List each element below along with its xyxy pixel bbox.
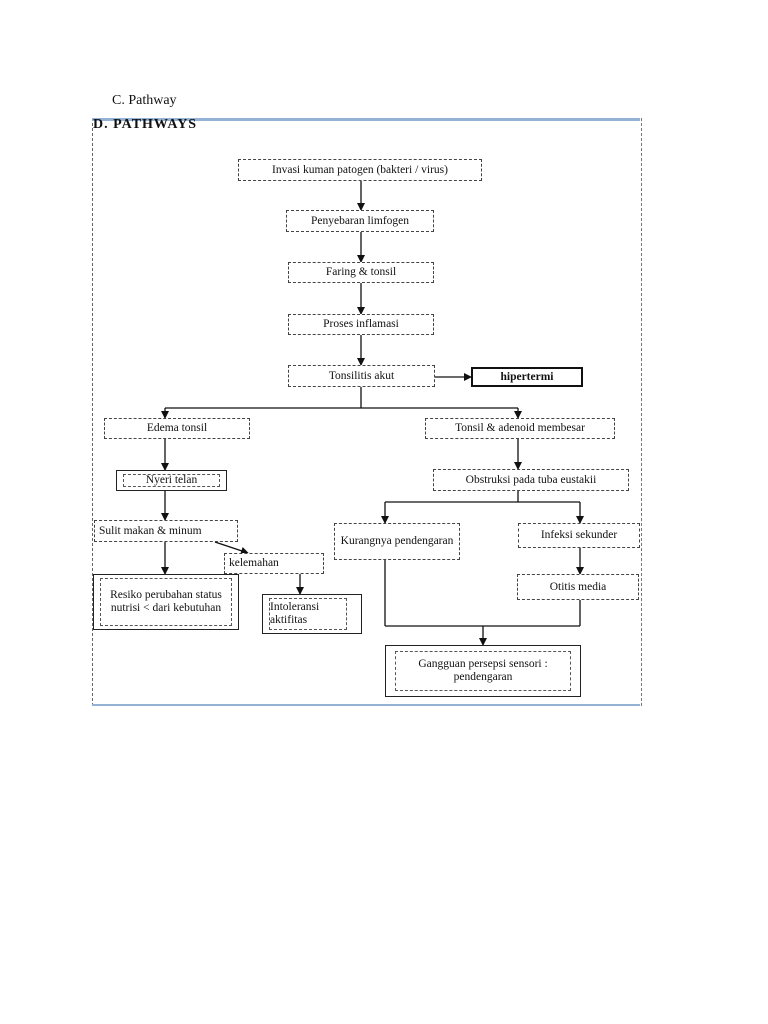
arrow-sulit-kelemahan: [214, 541, 249, 555]
node-faring-tonsil: Faring & tonsil: [288, 262, 434, 283]
node-kurangnya-pendengaran: Kurangnya pendengaran: [334, 523, 460, 560]
node-intoleransi-aktifitas: Intoleransi aktifitas: [262, 594, 362, 634]
node-intoleransi-label: Intoleransi aktifitas: [269, 598, 347, 630]
node-edema-tonsil: Edema tonsil: [104, 418, 250, 439]
node-nyeri-telan: Nyeri telan: [116, 470, 227, 491]
node-kelemahan: kelemahan: [224, 553, 324, 574]
node-invasi-kuman-patogen: Invasi kuman patogen (bakteri / virus): [238, 159, 482, 181]
node-nyeri-telan-label: Nyeri telan: [123, 474, 220, 487]
node-obstruksi-tuba-eustakii: Obstruksi pada tuba eustakii: [433, 469, 629, 491]
node-gangguan-label: Gangguan persepsi sensori : pendengaran: [395, 651, 571, 691]
diagram-frame: [92, 118, 642, 706]
node-tonsilitis-akut: Tonsilitis akut: [288, 365, 435, 387]
node-resiko-perubahan-nutrisi: Resiko perubahan status nutrisi < dari k…: [93, 574, 239, 630]
node-resiko-label: Resiko perubahan status nutrisi < dari k…: [100, 578, 232, 626]
section-heading: C. Pathway: [112, 93, 177, 108]
node-infeksi-sekunder: Infeksi sekunder: [518, 523, 640, 548]
node-penyebaran-limfogen: Penyebaran limfogen: [286, 210, 434, 232]
node-hipertermi: hipertermi: [471, 367, 583, 387]
node-sulit-makan-minum: Sulit makan & minum: [94, 520, 238, 542]
frame-top-bar: [92, 118, 640, 121]
diagram-title: D. PATHWAYS: [93, 118, 198, 132]
node-proses-inflamasi: Proses inflamasi: [288, 314, 434, 335]
frame-bottom-bar: [92, 704, 640, 706]
node-gangguan-persepsi-sensori: Gangguan persepsi sensori : pendengaran: [385, 645, 581, 697]
node-otitis-media: Otitis media: [517, 574, 639, 600]
node-tonsil-adenoid-membesar: Tonsil & adenoid membesar: [425, 418, 615, 439]
